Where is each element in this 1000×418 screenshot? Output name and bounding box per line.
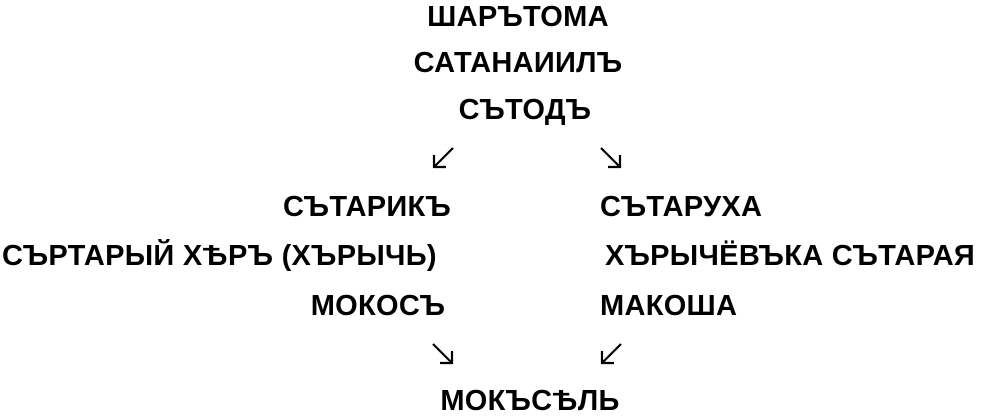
arrow-down-left-icon [598,341,624,367]
top-line-2: САТАНАИИЛЪ [413,47,623,79]
left-line-2: СЪРТАРЫЙ ХѢРЪ (ХЪРЫЧЬ) [2,240,437,272]
right-line-2: ХЪРЫЧЁВЪКА СЪТАРАЯ [605,240,976,272]
right-line-3: МАКОША [600,290,738,322]
arrow-down-right-icon [430,341,456,367]
arrow-down-left-icon [430,145,456,171]
left-line-1: СЪТАРИКЪ [282,191,452,223]
top-line-1: ШАРЪТОМА [427,1,609,33]
left-line-3: МОКОСЪ [310,290,446,322]
right-line-1: СЪТАРУХА [600,191,763,223]
top-line-3: СЪТОДЪ [458,94,592,126]
bottom-line-1: МОКЪСѢЛЬ [440,385,620,417]
arrow-down-right-icon [598,145,624,171]
